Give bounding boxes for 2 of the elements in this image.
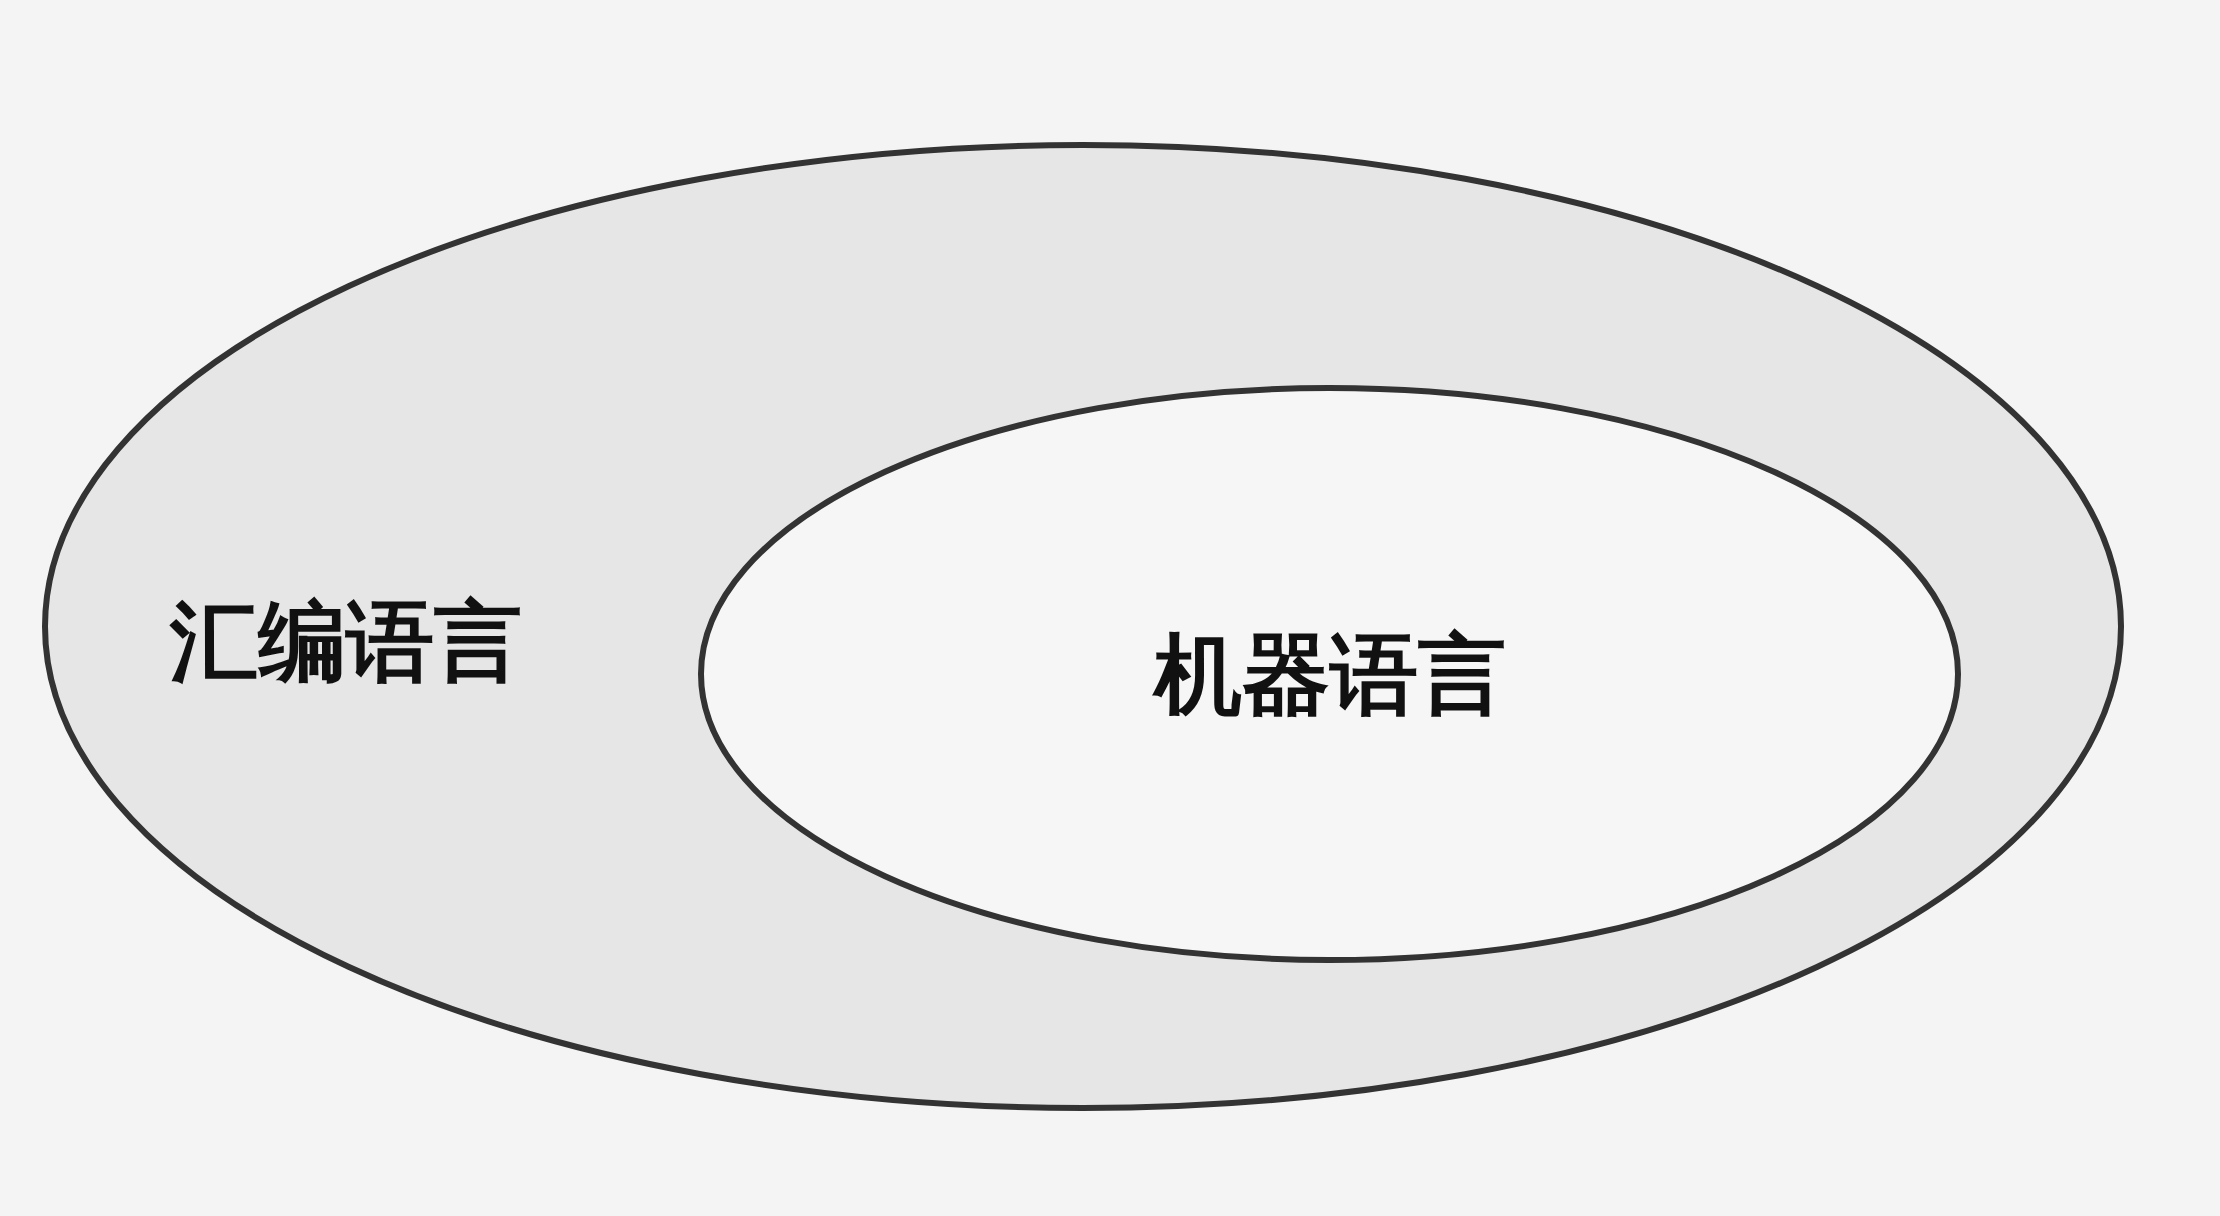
set-label: 汇编语言 [170, 597, 522, 685]
set-label: 机器语言 [1153, 630, 1506, 718]
